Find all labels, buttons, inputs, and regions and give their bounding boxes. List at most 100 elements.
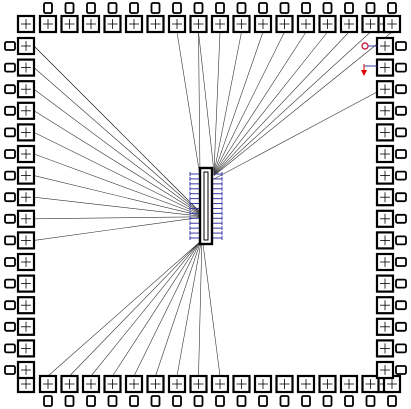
top-io-pad [275,14,294,34]
bottom-pad-tab [301,395,311,407]
bottom-io-pad [38,374,58,394]
top-io-pad [81,14,101,34]
right-io-pad [375,123,395,142]
top-io-pad [210,14,230,34]
right-io-pad [375,339,395,358]
right-pad-tab [395,105,407,116]
left-pad-tab [4,235,16,246]
right-io-pad [375,360,395,380]
bottom-pad-tab [365,395,376,407]
right-pad-tab [395,257,407,267]
top-io-pad [339,14,359,34]
bottom-io-pad [339,374,359,394]
bond-wire [33,175,201,216]
right-io-pad [375,317,395,336]
bottom-pad-tab [172,395,182,407]
bottom-io-pad [167,374,187,394]
left-io-pad [16,252,36,272]
left-io-pad [16,123,36,142]
io-pad-ring [4,2,407,407]
left-io-pad [16,296,36,315]
bond-wire [198,236,203,377]
bond-wire [33,196,201,217]
right-pad-tab [395,192,407,203]
bond-wire [213,31,371,176]
left-pad-tab [4,343,16,354]
top-pad-tab [365,2,376,14]
right-pad-tab [395,41,407,51]
bottom-pad-tab [129,395,139,407]
bond-wire [213,31,328,175]
bond-wire [155,237,203,377]
top-io-pad [124,14,144,34]
bond-wire [213,31,285,174]
markers [361,42,377,76]
top-pad-tab [107,2,118,14]
left-pad-tab [4,41,16,51]
left-pad-tab [4,127,16,138]
top-io-pad [60,14,79,34]
left-io-pad [16,274,36,293]
right-io-pad [375,209,395,228]
left-io-pad [16,36,36,56]
die-body [198,166,214,246]
top-io-pad [146,14,165,34]
right-io-pad [375,101,395,120]
top-pad-tab [43,2,53,14]
right-io-pad [375,58,395,77]
right-pad-tab [395,127,407,138]
top-io-pad [253,14,273,34]
bond-wire [213,31,221,173]
bottom-pad-tab [322,395,333,407]
bond-wire [201,235,221,377]
bottom-pad-tab [279,395,290,407]
top-io-pad [167,14,187,34]
right-io-pad [375,188,395,207]
left-pad-tab [4,105,16,116]
right-io-pad [375,80,395,99]
top-pad-tab [258,2,268,14]
bottom-pad-tab [387,395,397,407]
bond-wire [90,238,203,377]
left-pad-tab [4,213,16,224]
bottom-io-pad [232,374,251,394]
right-pad-tab [395,62,407,73]
left-pad-tab [4,257,16,267]
left-pad-tab [4,278,16,289]
left-pad-tab [4,170,16,181]
bottom-io-pad [189,374,208,394]
bond-wire [47,239,203,377]
right-pad-tab [395,365,407,375]
bottom-pad-tab [193,395,204,407]
bottom-io-pad [60,374,79,394]
right-pad-tab [395,149,407,159]
top-pad-tab [64,2,75,14]
left-pad-tab [4,62,16,73]
bond-wire [33,153,201,216]
top-io-pad [382,14,402,34]
left-io-pad [16,339,36,358]
right-io-pad [375,166,395,185]
left-pad-tab [4,84,16,95]
bond-wires [33,31,393,377]
right-io-pad [375,36,395,56]
left-pad-tab [4,192,16,203]
left-io-pad [16,101,36,120]
bottom-io-pad [318,374,337,394]
left-io-pad [16,231,36,250]
left-io-pad [16,360,36,380]
top-io-pad [361,14,380,34]
bottom-io-pad [124,374,144,394]
bottom-io-pad [210,374,230,394]
bottom-io-pad [275,374,294,394]
top-io-pad [232,14,251,34]
right-io-pad [375,231,395,250]
right-io-pad [375,252,395,272]
bottom-pad-tab [344,395,354,407]
bottom-pad-tab [215,395,225,407]
bottom-io-pad [361,374,380,394]
right-pad-tab [395,278,407,289]
bond-wire [112,238,203,377]
die-core [189,166,223,246]
bond-wire [176,236,203,377]
